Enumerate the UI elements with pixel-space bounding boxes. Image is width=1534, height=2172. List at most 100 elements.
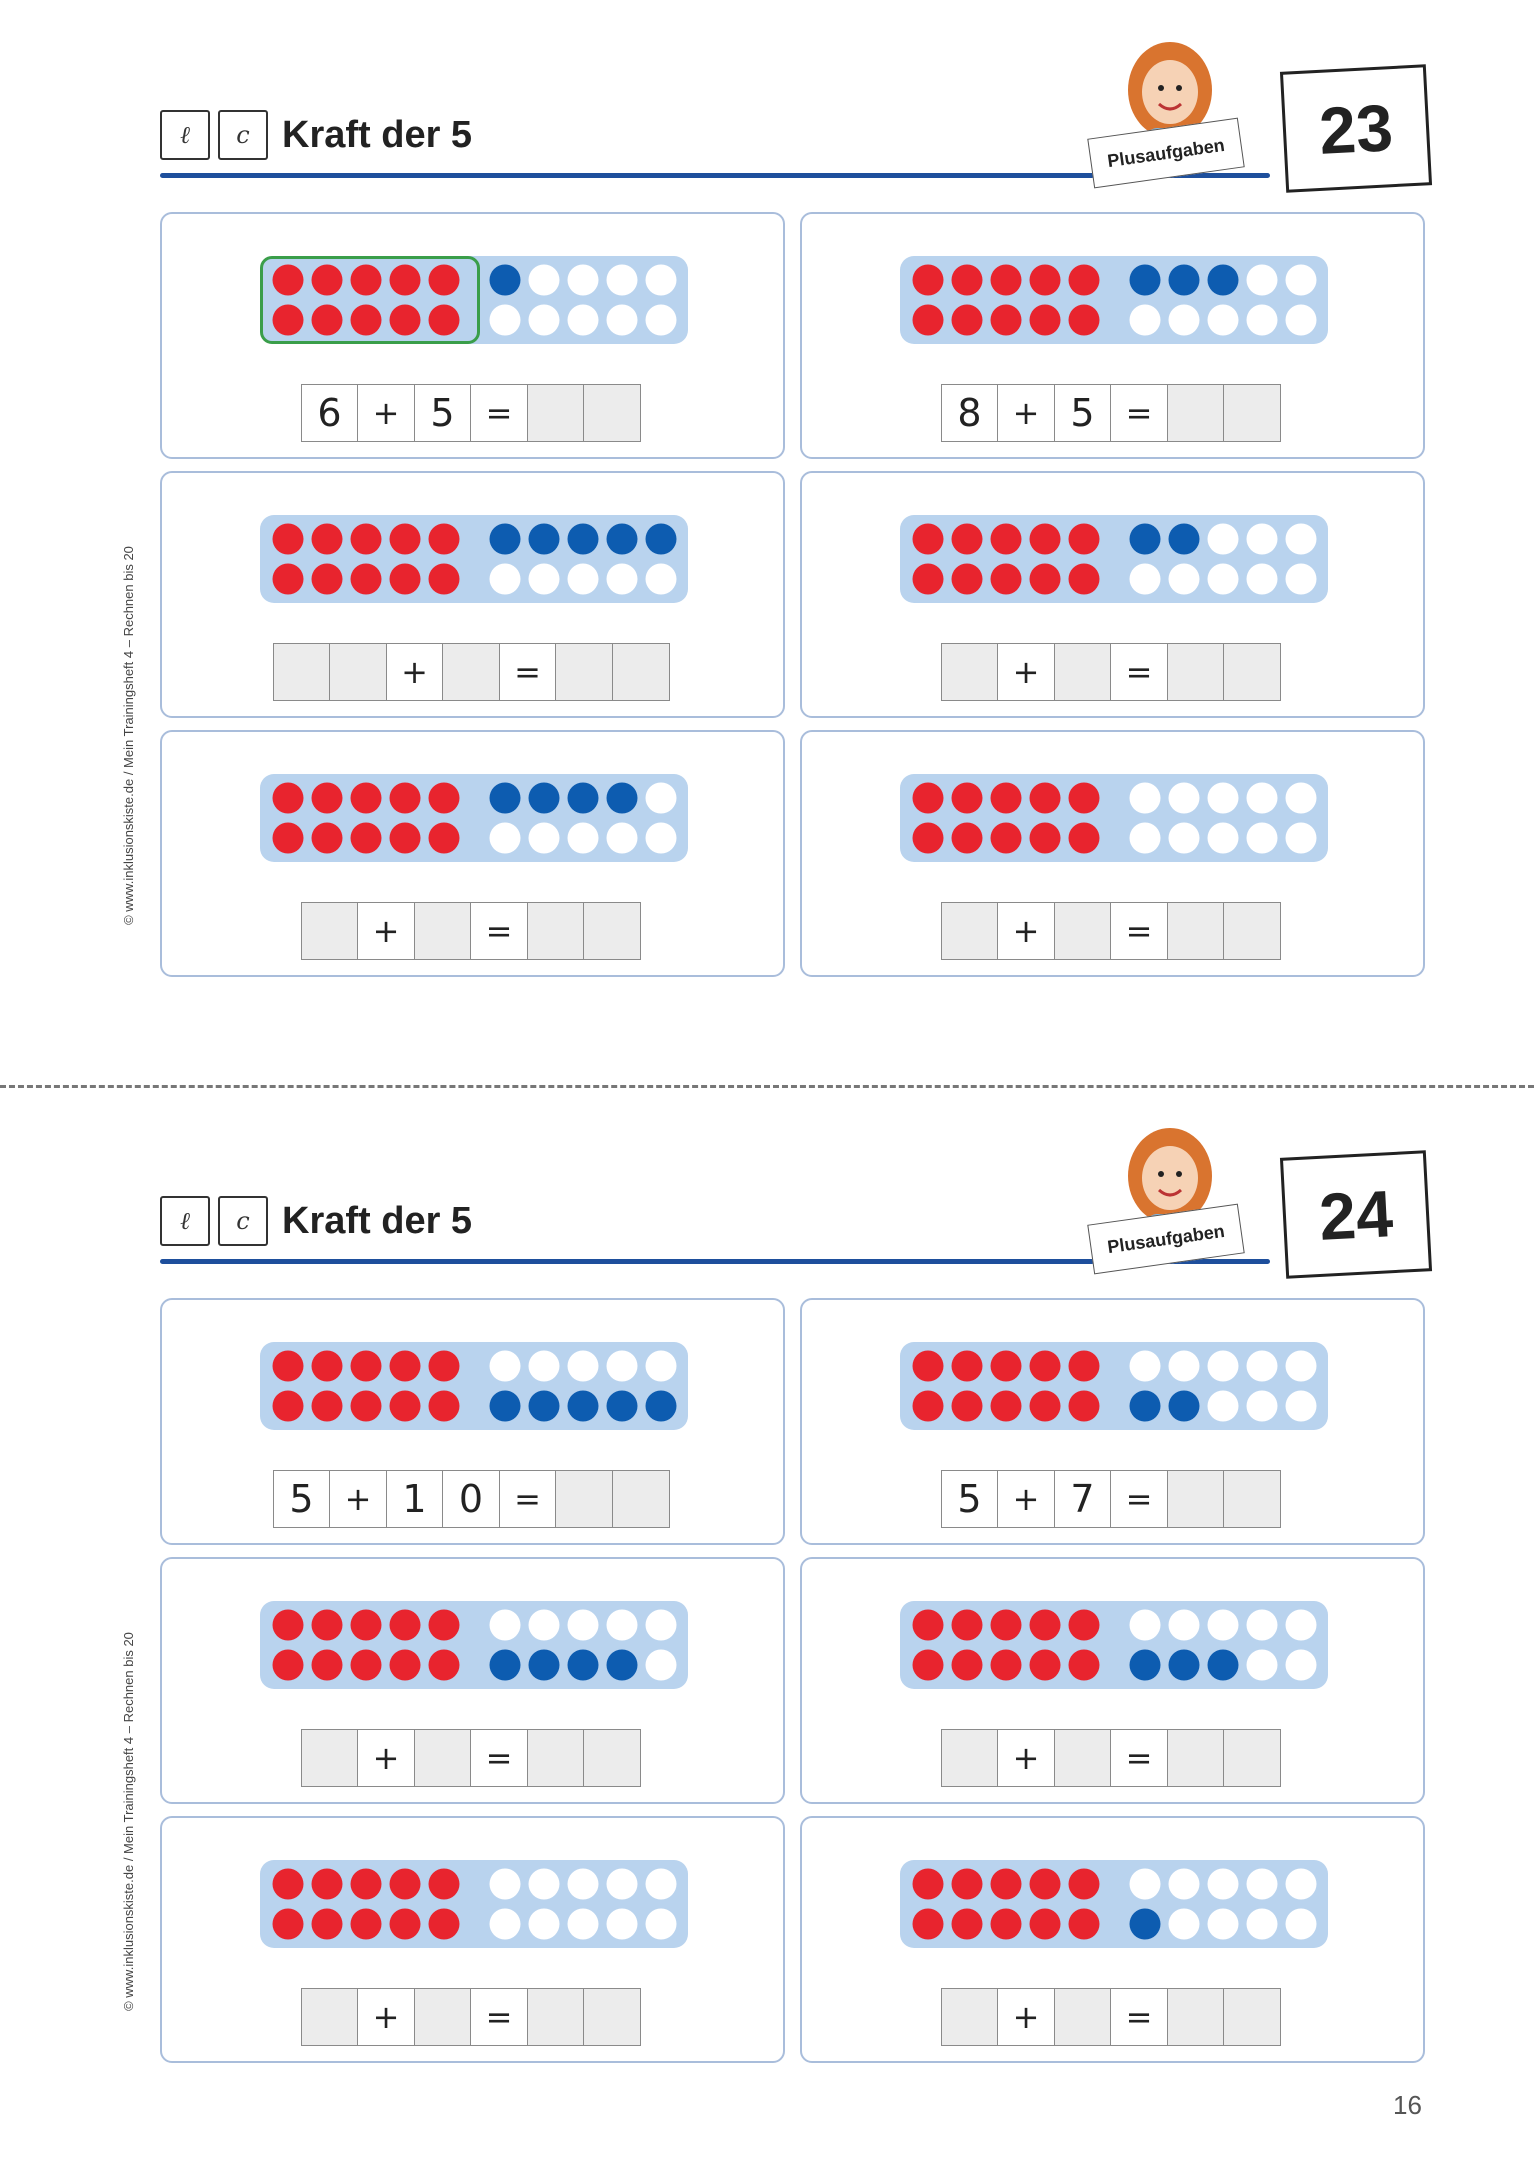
empty-dot	[489, 304, 521, 336]
answer-box[interactable]	[1053, 1729, 1112, 1787]
answer-box[interactable]	[329, 643, 387, 701]
blue-dot	[1129, 1908, 1161, 1940]
red-dot	[389, 563, 421, 595]
blue-dot	[567, 1390, 599, 1422]
answer-box[interactable]	[940, 1729, 999, 1787]
counter-dots	[272, 264, 677, 336]
empty-dot	[645, 1908, 677, 1940]
answer-box[interactable]	[611, 643, 670, 701]
blue-dot	[645, 523, 677, 555]
operator-box: =	[1110, 384, 1168, 442]
answer-box[interactable]	[1053, 1988, 1112, 2046]
answer-box[interactable]	[413, 1729, 472, 1787]
answer-box[interactable]	[1223, 902, 1281, 960]
answer-box[interactable]	[583, 902, 641, 960]
answer-box[interactable]	[583, 1988, 641, 2046]
cut-line	[0, 1085, 1534, 1088]
empty-dot	[606, 1609, 638, 1641]
red-dot	[428, 1350, 460, 1382]
red-dot	[350, 1390, 382, 1422]
answer-box[interactable]	[1166, 643, 1225, 701]
empty-dot	[567, 1908, 599, 1940]
answer-box[interactable]	[1053, 643, 1112, 701]
equation-boxes: +=	[940, 643, 1281, 701]
red-dot	[912, 822, 944, 854]
answer-box[interactable]	[1223, 643, 1281, 701]
answer-box[interactable]	[272, 643, 331, 701]
red-dot	[990, 264, 1022, 296]
answer-box[interactable]	[526, 1729, 585, 1787]
answer-box[interactable]	[1166, 902, 1225, 960]
answer-box[interactable]	[1223, 1470, 1281, 1528]
red-dot	[311, 1649, 343, 1681]
answer-box[interactable]	[526, 1988, 585, 2046]
equation-boxes: 5+7=	[940, 1470, 1281, 1528]
answer-box[interactable]	[413, 1988, 472, 2046]
red-dot	[1029, 563, 1061, 595]
answer-box[interactable]	[940, 643, 999, 701]
red-dot	[1029, 1908, 1061, 1940]
empty-dot	[528, 304, 560, 336]
answer-box[interactable]	[1223, 1729, 1281, 1787]
blue-dot	[528, 782, 560, 814]
answer-box[interactable]	[1223, 384, 1281, 442]
number-box: 5	[413, 384, 472, 442]
exercise-card: +=	[800, 1557, 1425, 1804]
empty-dot	[1168, 1609, 1200, 1641]
empty-dot	[1207, 822, 1239, 854]
answer-box[interactable]	[1166, 384, 1225, 442]
blue-dot	[489, 782, 521, 814]
red-dot	[1068, 1649, 1100, 1681]
red-dot	[1068, 1908, 1100, 1940]
red-dot	[912, 782, 944, 814]
header-line	[160, 1259, 1270, 1264]
red-dot	[350, 563, 382, 595]
answer-box[interactable]	[300, 902, 359, 960]
red-dot	[990, 523, 1022, 555]
answer-box[interactable]	[555, 643, 613, 701]
answer-box[interactable]	[413, 902, 472, 960]
empty-dot	[1168, 1868, 1200, 1900]
empty-dot	[1168, 1350, 1200, 1382]
answer-box[interactable]	[555, 1470, 613, 1528]
answer-box[interactable]	[442, 643, 500, 701]
answer-box[interactable]	[583, 384, 641, 442]
blue-dot	[1168, 523, 1200, 555]
empty-dot	[567, 1868, 599, 1900]
answer-box[interactable]	[1166, 1470, 1225, 1528]
empty-dot	[1207, 1908, 1239, 1940]
blue-dot	[1207, 264, 1239, 296]
red-dot	[389, 822, 421, 854]
empty-dot	[1285, 822, 1317, 854]
red-dot	[389, 1908, 421, 1940]
answer-box[interactable]	[1053, 902, 1112, 960]
blue-dot	[1168, 264, 1200, 296]
red-dot	[428, 1609, 460, 1641]
answer-box[interactable]	[526, 384, 585, 442]
answer-box[interactable]	[611, 1470, 670, 1528]
empty-dot	[1246, 523, 1278, 555]
red-dot	[1068, 523, 1100, 555]
empty-dot	[1285, 782, 1317, 814]
red-dot	[272, 782, 304, 814]
answer-box[interactable]	[940, 1988, 999, 2046]
red-dot	[389, 1350, 421, 1382]
answer-box[interactable]	[300, 1988, 359, 2046]
red-dot	[350, 523, 382, 555]
number-box: 5	[1053, 384, 1112, 442]
red-dot	[311, 1350, 343, 1382]
red-dot	[990, 1868, 1022, 1900]
answer-box[interactable]	[1166, 1988, 1225, 2046]
answer-box[interactable]	[526, 902, 585, 960]
red-dot	[990, 304, 1022, 336]
worksheet-23: ℓ c Kraft der 5 Plusaufgaben 23 © www.in…	[0, 0, 1534, 1060]
answer-box[interactable]	[1223, 1988, 1281, 2046]
answer-box[interactable]	[300, 1729, 359, 1787]
empty-dot	[606, 822, 638, 854]
red-dot	[990, 822, 1022, 854]
empty-dot	[645, 563, 677, 595]
answer-box[interactable]	[1166, 1729, 1225, 1787]
answer-box[interactable]	[940, 902, 999, 960]
answer-box[interactable]	[583, 1729, 641, 1787]
